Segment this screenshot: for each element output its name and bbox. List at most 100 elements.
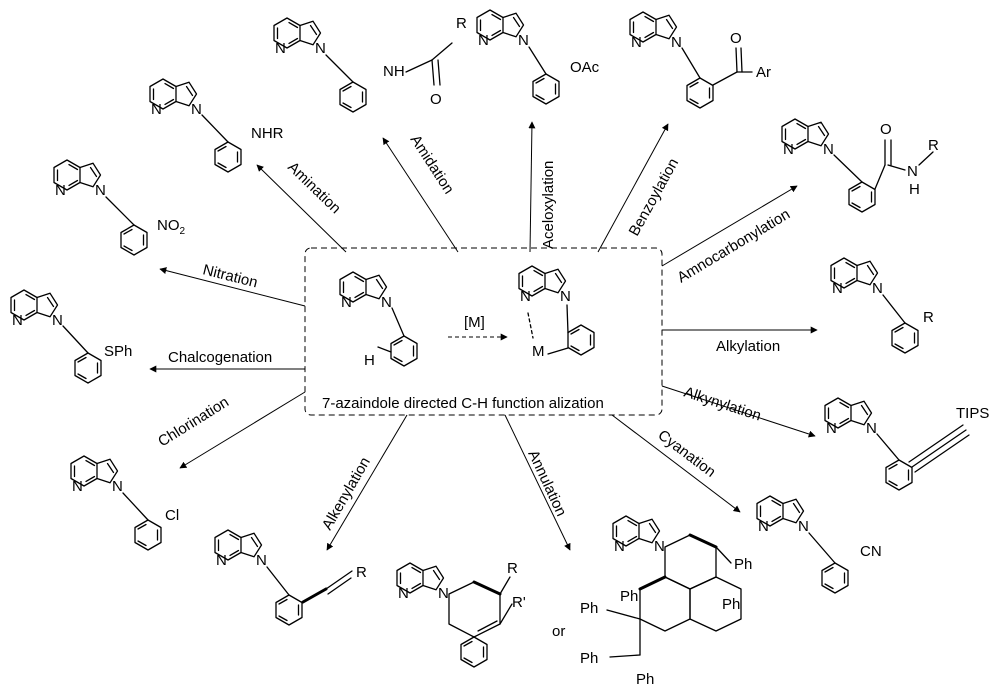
label-alkynylation: Alkynylation	[682, 384, 763, 425]
svg-text:N: N	[872, 280, 883, 297]
arrow-alkenylation	[326, 414, 408, 551]
sub-sph: SPh	[104, 343, 132, 360]
label-chalcogenation: Chalcogenation	[168, 349, 272, 366]
sub-nhr: NHR	[251, 125, 284, 142]
svg-text:N: N	[398, 585, 409, 602]
svg-text:N: N	[783, 141, 794, 158]
product-chlorination: N N Cl	[70, 455, 179, 551]
sub-cn: CN	[860, 543, 882, 560]
svg-text:H: H	[909, 181, 920, 198]
svg-text:N: N	[112, 478, 123, 495]
arrow-chlorination	[179, 391, 306, 469]
central-box	[304, 247, 663, 416]
label-alkylation: Alkylation	[716, 338, 780, 355]
reaction-arrows	[149, 121, 818, 551]
label-aceloxylation: Aceloxylation	[540, 161, 557, 249]
arrow-amination	[256, 164, 347, 253]
center-caption: 7-azaindole directed C-H function alizat…	[322, 395, 604, 412]
sub-ar: Ar	[756, 64, 771, 81]
arrow-benzoylation	[597, 123, 669, 253]
product-amnocarbonylation: N N O N H R	[781, 118, 939, 213]
ph-1: Ph	[734, 556, 752, 573]
product-alkylation: N N R	[830, 257, 934, 354]
product-aceloxylation: N N OAc	[476, 9, 600, 105]
product-annulation-1: N N R R'	[396, 560, 526, 668]
center-n1-atom: N	[381, 294, 392, 311]
svg-text:N: N	[315, 40, 326, 57]
svg-text:O: O	[730, 30, 742, 47]
svg-text:R: R	[928, 137, 939, 154]
label-amination: Amination	[284, 159, 344, 218]
center-substrate: N N H	[339, 271, 418, 369]
svg-text:N: N	[654, 538, 665, 555]
annulation-r-prime: R'	[512, 594, 526, 611]
svg-text:N: N	[826, 420, 837, 437]
label-alkenylation: Alkenylation	[319, 454, 374, 533]
arrow-nitration	[159, 267, 306, 307]
annulation-r: R	[507, 560, 518, 577]
label-chlorination: Chlorination	[155, 394, 232, 451]
svg-text:N: N	[478, 32, 489, 49]
label-cyanation: Cyanation	[655, 427, 719, 481]
ph-4: Ph	[580, 600, 598, 617]
svg-text:N: N	[614, 538, 625, 555]
product-chalcogenation: N N SPh	[10, 289, 132, 384]
or-label: or	[552, 623, 565, 640]
svg-text:N: N	[151, 101, 162, 118]
sub-n: N	[907, 163, 918, 180]
product-amination: N N NHR	[149, 78, 284, 173]
svg-text:R: R	[456, 15, 467, 32]
center-h-atom: H	[364, 352, 375, 369]
product-alkynylation: N N TIPS	[824, 397, 989, 491]
svg-text:N: N	[631, 34, 642, 51]
svg-text:N: N	[518, 32, 529, 49]
metal-atom: M	[532, 343, 545, 360]
label-amnocarbonylation: Amnocarbonylation	[674, 206, 793, 287]
label-amidation: Amidation	[407, 132, 458, 197]
arrow-amnocarbonylation	[661, 185, 798, 267]
mc-n1-atom: N	[560, 288, 571, 305]
svg-text:N: N	[866, 420, 877, 437]
mc-n-atom: N	[520, 288, 531, 305]
svg-text:N: N	[832, 280, 843, 297]
center-metallacycle: N N M	[518, 265, 595, 360]
product-nitration: N N NO2	[53, 159, 186, 256]
label-annulation: Annulation	[524, 448, 569, 519]
svg-text:N: N	[256, 552, 267, 569]
product-cyanation: N N CN	[756, 495, 882, 594]
product-amidation: N N NH R O	[273, 15, 467, 113]
svg-text:N: N	[12, 312, 23, 329]
svg-text:N: N	[191, 101, 202, 118]
product-alkenylation: N N R	[214, 529, 367, 626]
arrow-amidation	[382, 137, 459, 253]
svg-text:O: O	[430, 91, 442, 108]
arrow-cyanation	[611, 414, 741, 513]
ph-2: Ph	[722, 596, 740, 613]
svg-text:N: N	[55, 182, 66, 199]
center-n-atom: N	[341, 294, 352, 311]
svg-text:N: N	[72, 478, 83, 495]
svg-text:N: N	[671, 34, 682, 51]
sub-r-alkyl: R	[923, 309, 934, 326]
ph-5: Ph	[580, 650, 598, 667]
catalyst-label: [M]	[464, 314, 485, 331]
sub-r-alkenyl: R	[356, 564, 367, 581]
sub-cl: Cl	[165, 507, 179, 524]
svg-text:N: N	[823, 141, 834, 158]
svg-text:N: N	[52, 312, 63, 329]
ph-6: Ph	[636, 671, 654, 688]
svg-text:N: N	[438, 585, 449, 602]
label-benzoylation: Benzoylation	[626, 156, 683, 239]
svg-text:N: N	[95, 182, 106, 199]
svg-text:N: N	[275, 40, 286, 57]
product-benzoylation: N N O Ar	[629, 11, 771, 109]
arrow-alkynylation	[661, 385, 816, 438]
svg-text:O: O	[880, 121, 892, 138]
product-annulation-2: N N Ph Ph Ph Ph Ph Ph	[580, 515, 752, 688]
arrow-aceloxylation	[528, 121, 536, 253]
sub-oac: OAc	[570, 59, 600, 76]
svg-text:N: N	[758, 518, 769, 535]
sub-nh: NH	[383, 63, 405, 80]
ph-3: Ph	[620, 588, 638, 605]
